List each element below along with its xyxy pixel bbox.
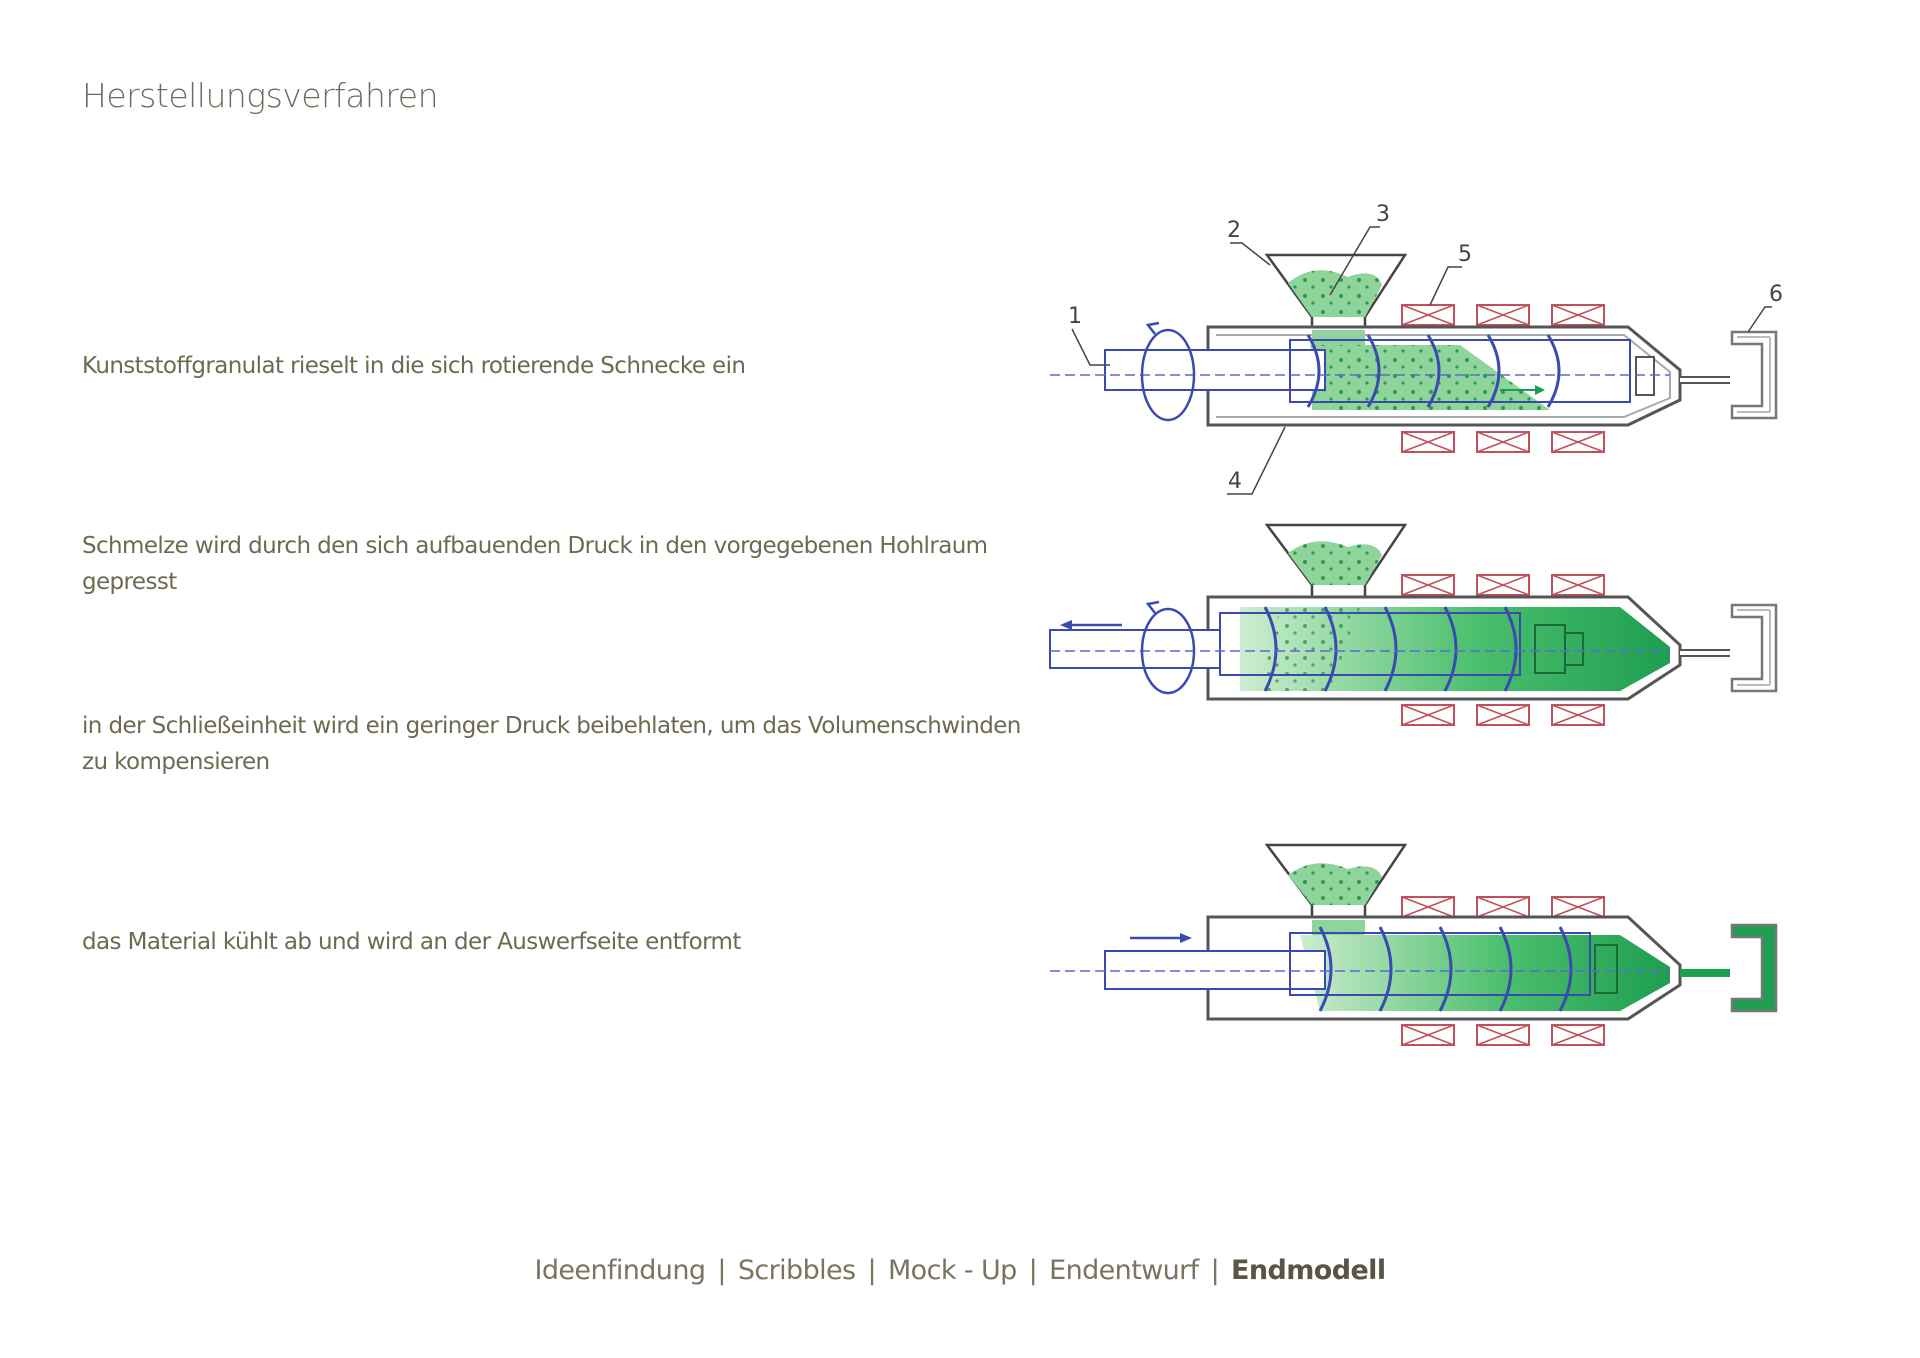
machine-stage-2 — [1049, 523, 1778, 726]
nav-separator: | — [867, 1255, 876, 1286]
injection-molding-diagram: 1 2 3 4 5 6 — [1049, 202, 1783, 1046]
step-4-text: das Material kühlt ab und wird an der Au… — [82, 929, 741, 955]
part-label-5: 5 — [1458, 242, 1472, 267]
mold-filled — [1730, 923, 1778, 1013]
machine-stage-3 — [1050, 843, 1778, 1046]
machine-stage-1: 1 2 3 4 5 6 — [1050, 202, 1783, 495]
step-1-text: Kunststoffgranulat rieselt in die sich r… — [82, 353, 746, 379]
nav-item-scribbles[interactable]: Scribbles — [737, 1255, 856, 1286]
part-label-3: 3 — [1376, 202, 1390, 227]
part-label-1: 1 — [1068, 304, 1082, 329]
part-label-4: 4 — [1228, 469, 1242, 494]
breadcrumb-nav: Ideenfindung | Scribbles | Mock - Up | E… — [0, 1255, 1920, 1286]
part-label-2: 2 — [1227, 218, 1241, 243]
nav-item-ideenfindung[interactable]: Ideenfindung — [534, 1255, 706, 1286]
nav-separator: | — [1028, 1255, 1038, 1286]
step-3-text: in der Schließeinheit wird ein geringer … — [82, 713, 1021, 775]
part-label-6: 6 — [1769, 282, 1783, 307]
step-2-text: Schmelze wird durch den sich aufbauenden… — [82, 533, 988, 595]
nav-item-endmodell-active[interactable]: Endmodell — [1231, 1255, 1386, 1286]
nav-separator: | — [1210, 1255, 1220, 1286]
nav-separator: | — [717, 1255, 726, 1286]
page-title: Herstellungsverfahren — [82, 76, 439, 115]
nav-item-mock-up[interactable]: Mock - Up — [887, 1255, 1017, 1286]
nav-item-endentwurf[interactable]: Endentwurf — [1049, 1255, 1199, 1286]
